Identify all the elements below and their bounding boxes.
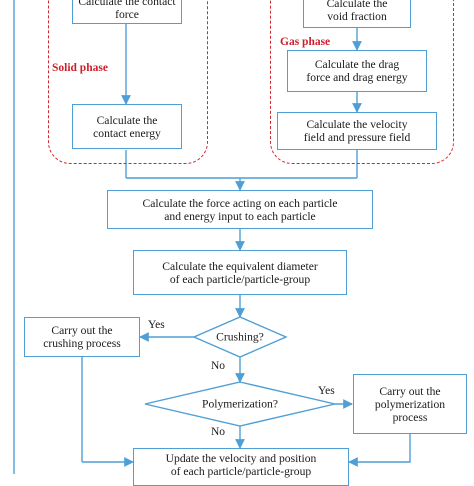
crushing-no-label: No <box>211 360 226 372</box>
update-box: Update the velocity and position of each… <box>133 448 349 486</box>
gas-phase-label: Gas phase <box>280 36 331 48</box>
polymerization-decision-diamond <box>144 381 336 427</box>
solid-phase-label: Solid phase <box>52 62 108 74</box>
contact-energy-box: Calculate the contact energy <box>72 104 182 149</box>
crushing-decision-diamond <box>192 316 288 358</box>
crushing-decision-text: Crushing? <box>216 330 264 344</box>
gas-phase-group <box>270 0 454 164</box>
crushing-yes-label: Yes <box>148 319 165 331</box>
connector-layer <box>13 0 411 474</box>
void-fraction-box: Calculate the void fraction <box>303 0 411 28</box>
crushing-process-box: Carry out the crushing process <box>24 317 140 357</box>
polymerization-no-label: No <box>211 426 226 438</box>
flowchart: Solid phase Calculate the contact force … <box>13 0 467 486</box>
equivalent-diameter-box: Calculate the equivalent diameter of eac… <box>133 250 347 295</box>
polymerization-yes-label: Yes <box>318 385 335 397</box>
velocity-pressure-box: Calculate the velocity field and pressur… <box>277 112 437 150</box>
force-energy-box: Calculate the force acting on each parti… <box>107 190 373 229</box>
polymerization-process-down <box>348 434 411 467</box>
polymerization-process-box: Carry out the polymerization process <box>353 374 467 434</box>
solid-phase-group <box>48 0 208 164</box>
polymerization-decision-text: Polymerization? <box>202 397 278 411</box>
drag-force-box: Calculate the drag force and drag energy <box>287 50 427 92</box>
contact-force-box: Calculate the contact force <box>72 0 182 24</box>
